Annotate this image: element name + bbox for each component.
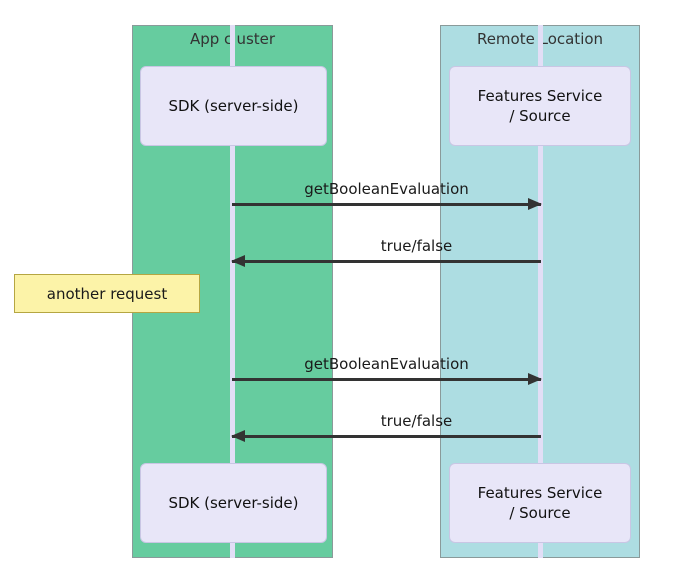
message-response-1-line	[232, 260, 541, 263]
message-response-2-line	[232, 435, 541, 438]
actor-sdk-top[interactable]: SDK (server-side)	[140, 66, 327, 146]
message-request-2: getBooleanEvaluation	[232, 341, 542, 385]
actor-features-service-top-label: Features Service / Source	[478, 86, 603, 126]
message-request-1-line	[232, 203, 541, 206]
label-backing-request-1	[333, 166, 440, 206]
message-request-2-line	[232, 378, 541, 381]
message-request-1-label: getBooleanEvaluation	[304, 180, 469, 198]
actor-sdk-top-label: SDK (server-side)	[168, 97, 299, 115]
message-response-2: true/false	[231, 398, 541, 442]
note-another-request: another request	[14, 274, 200, 313]
actor-sdk-bottom-label: SDK (server-side)	[168, 494, 299, 512]
message-response-1-label: true/false	[380, 237, 453, 255]
message-request-2-label: getBooleanEvaluation	[304, 355, 469, 373]
arrowhead-right-icon	[528, 373, 542, 385]
message-response-1: true/false	[231, 223, 541, 267]
actor-features-service-bottom-line1: Features Service	[477, 484, 603, 502]
actor-features-service-top[interactable]: Features Service / Source	[449, 66, 631, 146]
label-backing-request-2	[333, 341, 440, 381]
message-response-2-label: true/false	[380, 412, 453, 430]
note-another-request-label: another request	[46, 284, 168, 303]
actor-sdk-bottom[interactable]: SDK (server-side)	[140, 463, 327, 543]
lifeline-sdk	[230, 25, 235, 558]
label-backing-response-1	[333, 223, 440, 263]
actor-features-service-bottom-label: Features Service / Source	[478, 483, 603, 523]
message-request-1: getBooleanEvaluation	[232, 166, 542, 210]
label-backing-response-2	[333, 398, 440, 438]
actor-features-service-bottom[interactable]: Features Service / Source	[449, 463, 631, 543]
arrowhead-left-icon	[231, 255, 245, 267]
lifeline-features-service	[538, 25, 543, 558]
actor-features-service-bottom-line2: / Source	[509, 504, 571, 522]
actor-features-service-top-line2: / Source	[509, 107, 571, 125]
arrowhead-left-icon	[231, 430, 245, 442]
actor-features-service-top-line1: Features Service	[477, 87, 603, 105]
arrowhead-right-icon	[528, 198, 542, 210]
